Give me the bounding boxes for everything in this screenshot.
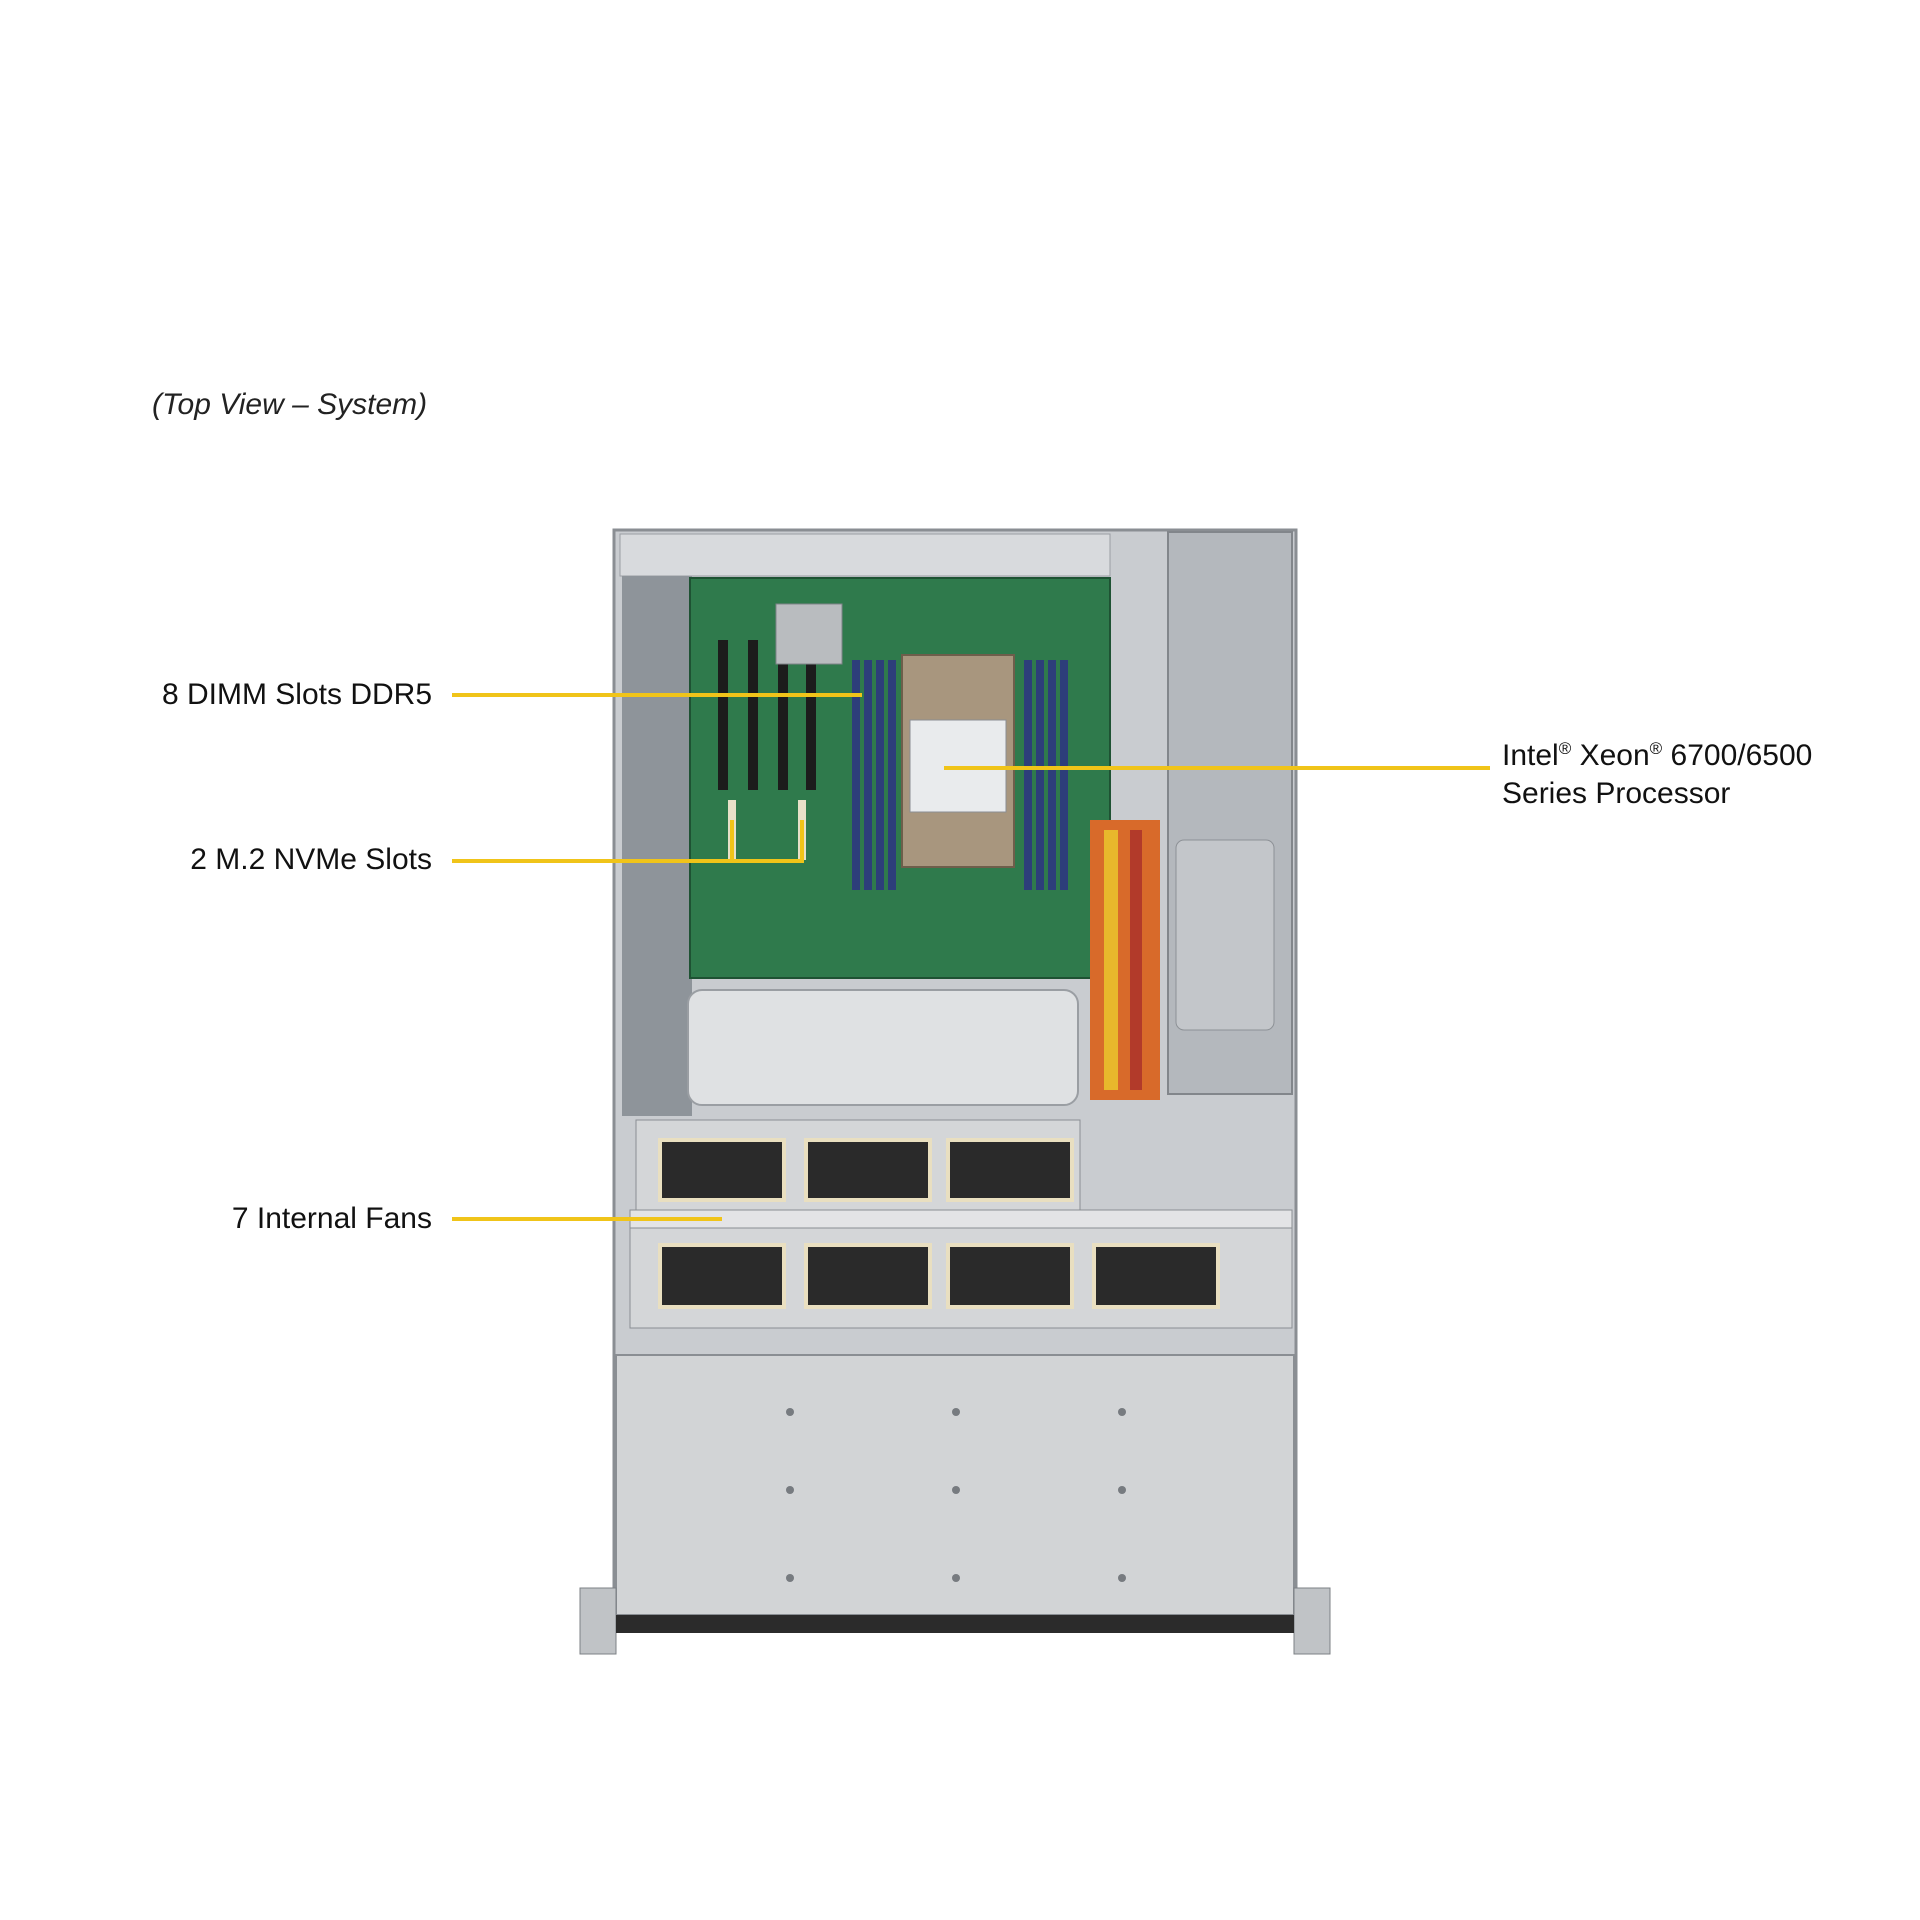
cpu-callout-line bbox=[944, 766, 1490, 770]
nvme-callout-label: 2 M.2 NVMe Slots bbox=[190, 843, 432, 876]
cpu-callout-line2: Series Processor bbox=[1502, 777, 1731, 810]
rack-ear-left bbox=[579, 1587, 617, 1655]
fans-callout-label: 7 Internal Fans bbox=[231, 1202, 432, 1235]
rack-ear-right bbox=[1293, 1587, 1331, 1655]
air-shroud bbox=[687, 989, 1079, 1106]
dimm-callout-label: 8 DIMM Slots DDR5 bbox=[161, 678, 432, 711]
drive-cage-cover bbox=[615, 1354, 1295, 1616]
pcie-slots bbox=[718, 640, 816, 790]
front-bezel bbox=[616, 1615, 1294, 1633]
left-cable-channel bbox=[622, 576, 692, 1116]
cover-screws bbox=[786, 1408, 1126, 1582]
fans-upper-row bbox=[658, 1138, 1074, 1202]
nvme-leader-1 bbox=[730, 820, 734, 862]
view-caption: (Top View – System) bbox=[152, 388, 428, 421]
fans-callout-line bbox=[452, 1217, 722, 1221]
cpu-callout-line1: Intel® Xeon® 6700/6500 bbox=[1502, 739, 1813, 772]
nvme-leader-2 bbox=[800, 820, 804, 862]
fan-divider-rail bbox=[629, 1209, 1293, 1229]
dimm-callout-line bbox=[452, 693, 862, 697]
power-cable-bundle bbox=[1090, 820, 1160, 1100]
psu-cover bbox=[1175, 839, 1275, 1031]
cpu-callout-label: Intel® Xeon® 6700/6500 Series Processor bbox=[1502, 730, 1812, 813]
chipset-heatsink bbox=[775, 603, 843, 665]
nvme-callout-line bbox=[452, 859, 804, 863]
fans-lower-row bbox=[658, 1243, 1220, 1309]
dimm-slots-left bbox=[852, 660, 896, 890]
dimm-slots-right bbox=[1024, 660, 1068, 890]
rear-io-panel bbox=[619, 533, 1111, 577]
